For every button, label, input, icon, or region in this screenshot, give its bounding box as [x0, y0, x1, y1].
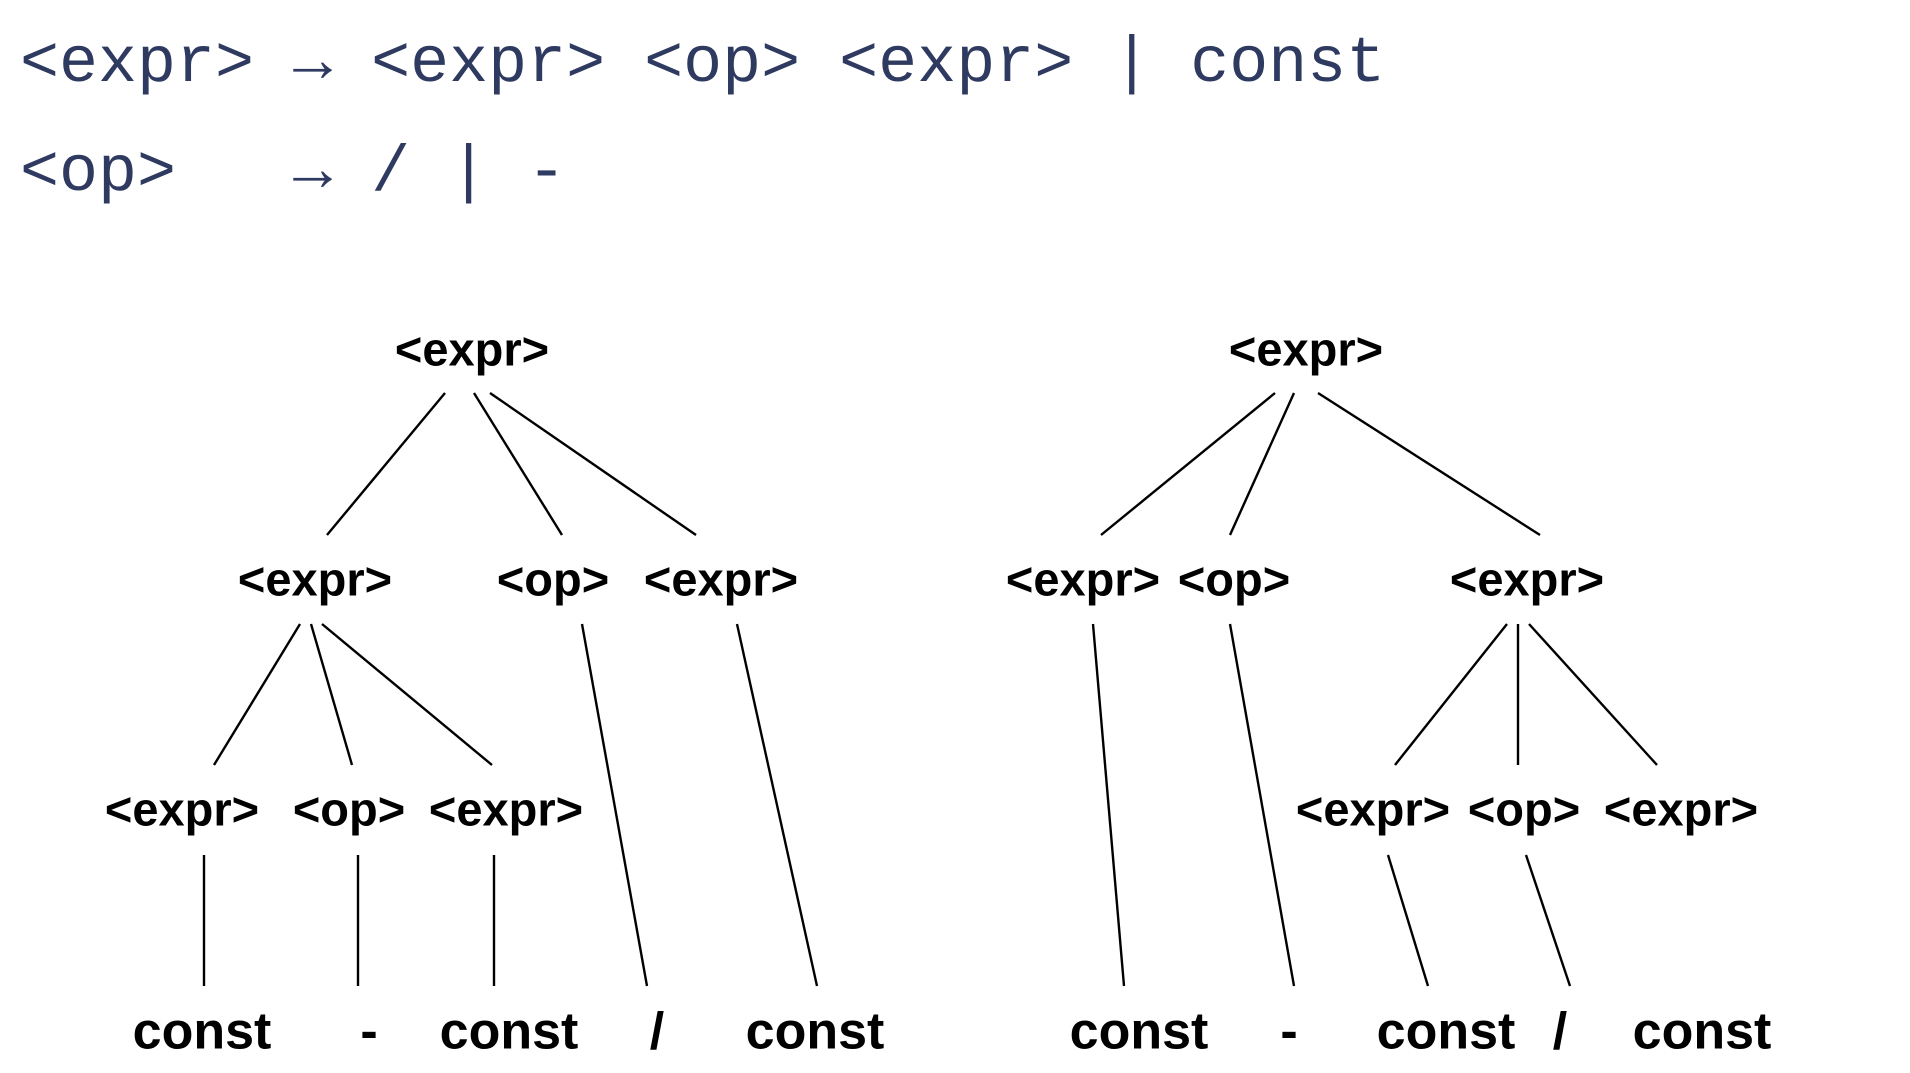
- right-l2-op-node: <op>: [1468, 782, 1580, 835]
- edge: [1228, 392, 1296, 536]
- edge: [309, 623, 354, 766]
- edge: [326, 392, 446, 536]
- left-leaf-slash: /: [650, 1003, 664, 1061]
- rule-op-arrow: →: [293, 136, 333, 210]
- right-l2-expr-node: <expr>: [1604, 782, 1758, 835]
- edge: [489, 392, 697, 536]
- edge: [472, 392, 564, 536]
- left-l2-op-node: <op>: [293, 782, 405, 835]
- right-root-node: <expr>: [1229, 322, 1383, 375]
- right-leaf-const: const: [1633, 1003, 1772, 1061]
- edge: [1100, 392, 1276, 536]
- grammar-rule-expr: <expr> → <expr> <op> <expr> | const: [20, 32, 1385, 97]
- left-leaf-const: const: [440, 1003, 579, 1061]
- right-l1-op-node: <op>: [1178, 552, 1290, 605]
- grammar-rule-op: <op> → / | -: [20, 141, 566, 206]
- edge: [735, 623, 819, 987]
- left-tree-edges: [202, 392, 819, 987]
- right-leaf-minus: -: [1280, 1003, 1297, 1061]
- edge: [212, 623, 302, 766]
- rule-op-lhs: <op>: [20, 136, 177, 210]
- left-l1-op-node: <op>: [497, 552, 609, 605]
- left-l1-expr-node: <expr>: [238, 552, 392, 605]
- edge: [1528, 623, 1658, 766]
- left-leaf-const: const: [133, 1003, 272, 1061]
- right-leaf-const: const: [1070, 1003, 1209, 1061]
- left-leaf-const: const: [746, 1003, 885, 1061]
- left-tree-nodes: <expr> <expr> <op> <expr> <expr> <op> <e…: [105, 322, 884, 1060]
- right-leaf-slash: /: [1553, 1003, 1567, 1061]
- rule-op-rhs: / | -: [371, 136, 567, 210]
- edge: [1394, 623, 1508, 766]
- edge: [1317, 391, 1541, 537]
- right-tree-nodes: <expr> <expr> <op> <expr> <expr> <op> <e…: [1006, 322, 1771, 1060]
- edge: [1228, 623, 1296, 987]
- left-leaf-minus: -: [360, 1003, 377, 1061]
- edge: [580, 623, 649, 987]
- rule-expr-arrow: →: [293, 27, 333, 101]
- left-l2-expr-node: <expr>: [429, 782, 583, 835]
- edge: [1091, 623, 1126, 987]
- right-l1-expr-node: <expr>: [1006, 552, 1160, 605]
- right-l1-expr-node: <expr>: [1450, 552, 1604, 605]
- right-tree-edges: [1091, 391, 1658, 987]
- rule-expr-lhs: <expr>: [20, 27, 255, 101]
- edge: [321, 623, 493, 766]
- left-l2-expr-node: <expr>: [105, 782, 259, 835]
- left-root-node: <expr>: [395, 322, 549, 375]
- edge: [1386, 854, 1430, 987]
- right-l2-expr-node: <expr>: [1296, 782, 1450, 835]
- left-l1-expr-node: <expr>: [644, 552, 798, 605]
- edge: [1524, 854, 1572, 987]
- right-leaf-const: const: [1377, 1003, 1516, 1061]
- rule-expr-rhs: <expr> <op> <expr> | const: [371, 27, 1386, 101]
